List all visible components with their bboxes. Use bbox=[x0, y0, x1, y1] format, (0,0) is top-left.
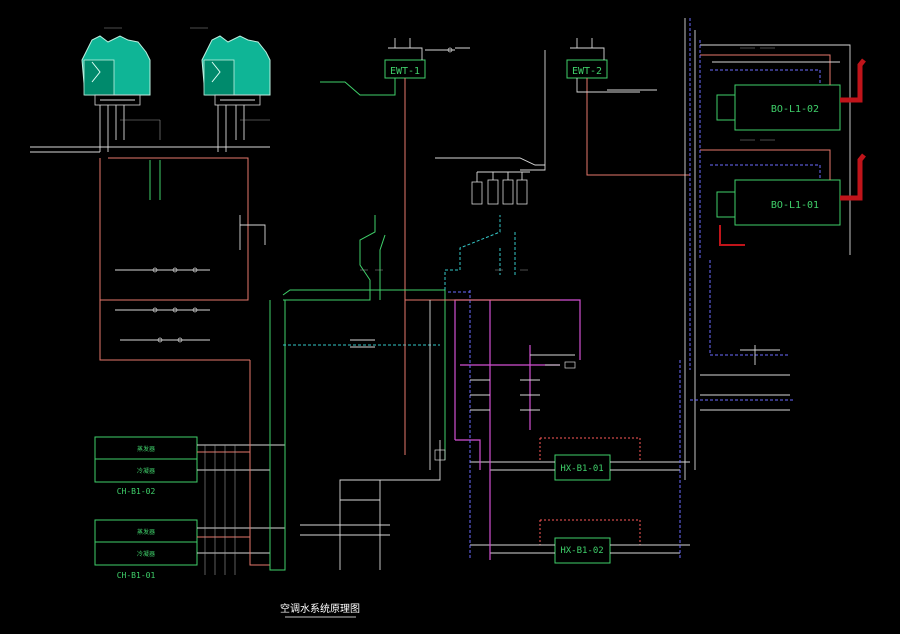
hx-piping bbox=[448, 290, 795, 560]
drawing-title-block: 空调水系统原理图 bbox=[280, 602, 360, 618]
hx-b1-02-label: HX-B1-02 bbox=[560, 546, 603, 556]
ewt-2-label: EWT-2 bbox=[572, 66, 602, 77]
cooling-tower-2 bbox=[190, 27, 271, 106]
ewt-2-unit: EWT-2 bbox=[566, 38, 657, 91]
bo-l1-02-label: BO-L1-02 bbox=[771, 104, 819, 115]
cooling-tower-1 bbox=[81, 27, 151, 106]
boiler-bo-l1-01: BO-L1-01 bbox=[716, 179, 841, 226]
ewt-piping bbox=[320, 50, 690, 300]
cooling-tower-piping bbox=[30, 105, 270, 361]
valve-cluster-left bbox=[115, 215, 266, 575]
hx-b1-01: HX-B1-01 bbox=[554, 454, 611, 481]
drawing-title: 空调水系统原理图 bbox=[280, 602, 360, 615]
ewt-1-unit: EWT-1 bbox=[384, 38, 470, 79]
chiller-ch-b1-02: 蒸发器 冷凝器 CH-B1-02 bbox=[94, 436, 198, 496]
ch-b1-02-label: CH-B1-02 bbox=[117, 487, 156, 496]
hx-b1-01-label: HX-B1-01 bbox=[560, 464, 603, 474]
hx-b1-02: HX-B1-02 bbox=[554, 537, 611, 564]
ch-b1-01-condenser: 冷凝器 bbox=[137, 550, 155, 558]
chiller-piping bbox=[197, 215, 560, 571]
bo-l1-01-label: BO-L1-01 bbox=[771, 200, 819, 211]
ewt-1-label: EWT-1 bbox=[390, 66, 420, 77]
ch-b1-02-condenser: 冷凝器 bbox=[137, 467, 155, 475]
ch-b1-01-evaporator: 蒸发器 bbox=[137, 528, 155, 536]
boiler-bo-l1-02: BO-L1-02 bbox=[716, 84, 841, 131]
chiller-ch-b1-01: 蒸发器 冷凝器 CH-B1-01 bbox=[94, 519, 198, 580]
ch-b1-02-evaporator: 蒸发器 bbox=[137, 445, 155, 453]
pipe-tag-marks bbox=[350, 47, 775, 461]
boiler-piping bbox=[684, 18, 866, 480]
ch-b1-01-label: CH-B1-01 bbox=[117, 571, 156, 580]
